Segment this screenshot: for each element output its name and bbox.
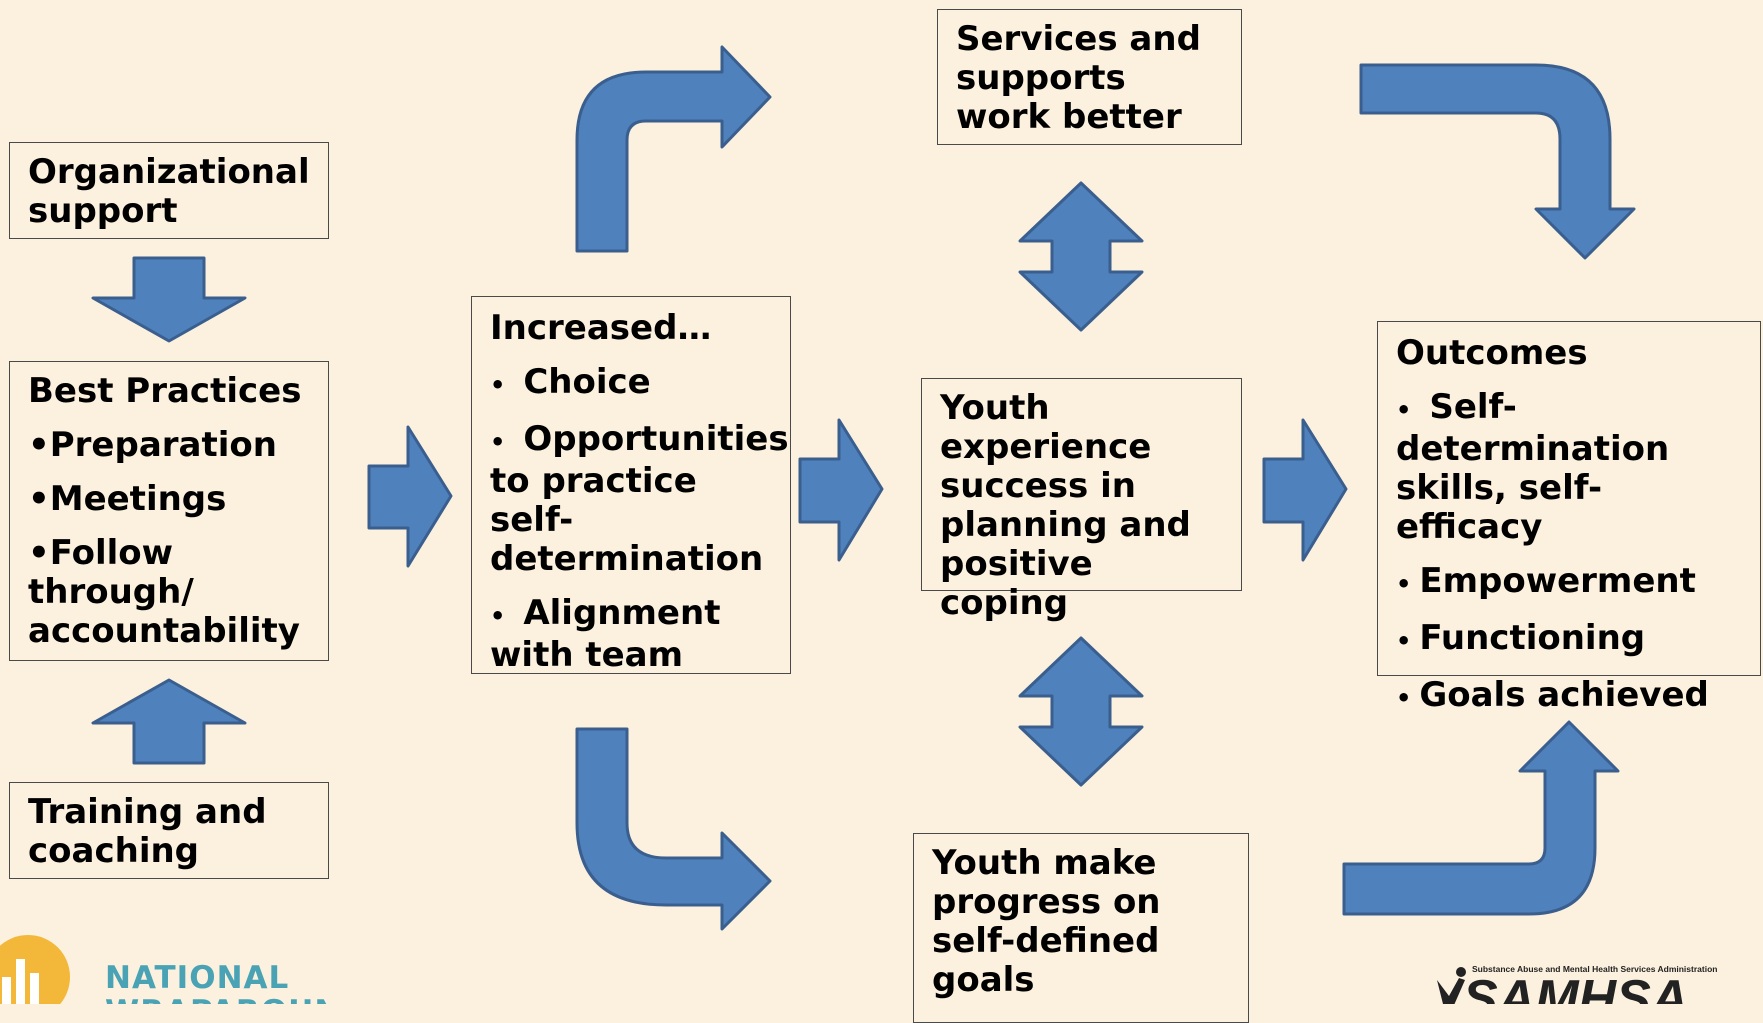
outcomes-title: Outcomes: [1396, 333, 1588, 373]
curved-down-right-arrow-icon: [575, 727, 772, 931]
best-practices-item: •Follow through/ accountability: [28, 533, 300, 651]
outcomes-item-text: Empowerment: [1419, 561, 1696, 601]
down-arrow-icon: [91, 256, 247, 343]
best-practices-title: Best Practices: [28, 371, 302, 411]
right-arrow-icon: [798, 418, 884, 562]
outcomes-item: Empowerment: [1396, 562, 1742, 604]
national-wraparound-logo: NATIONAL WRAPAROUND: [0, 920, 330, 1004]
samhsa-figure-icon: [1437, 967, 1466, 1004]
increased-item-text: Opportunities to practice self-determina…: [490, 419, 789, 579]
samhsa-tagline: Substance Abuse and Mental Health Servic…: [1472, 964, 1718, 974]
youth-progress-box: Youth make progress on self-defined goal…: [913, 833, 1249, 1023]
wraparound-logo-text-2: WRAPAROUND: [105, 994, 330, 1004]
bullet-icon: [1396, 684, 1411, 712]
outcomes-box: Outcomes Self-determination skills, self…: [1377, 321, 1761, 715]
training-coaching-box: Training and coaching: [9, 782, 329, 879]
bullet-icon: [1396, 396, 1411, 424]
bullet-icon: [1396, 570, 1411, 598]
increased-box: Increased… Choice Opportunities to pract…: [471, 296, 791, 675]
double-arrow-icon: [1018, 636, 1144, 787]
organizational-support-box: Organizational support: [9, 142, 329, 239]
youth-experience-box: Youth experience success in planning and…: [921, 378, 1242, 623]
bullet-icon: [490, 371, 505, 399]
right-arrow-icon: [367, 425, 453, 568]
training-coaching-text: Training and coaching: [28, 792, 267, 871]
outcomes-item-text: Self-determination skills, self-efficacy: [1396, 387, 1670, 547]
increased-title: Increased…: [490, 308, 712, 348]
right-arrow-icon: [1262, 418, 1348, 562]
outcomes-item-text: Functioning: [1419, 618, 1646, 658]
curved-up-right-arrow-icon: [575, 45, 772, 253]
youth-progress-text: Youth make progress on self-defined goal…: [932, 843, 1161, 1000]
services-supports-text: Services and supports work better: [956, 19, 1201, 137]
outcomes-item: Functioning: [1396, 619, 1742, 661]
outcomes-item-text: Goals achieved: [1419, 675, 1709, 715]
increased-item: Opportunities to practice self-determina…: [490, 420, 789, 579]
bullet-icon: [1396, 627, 1411, 655]
bullet-icon: [490, 602, 505, 630]
best-practices-item: •Meetings: [28, 479, 227, 519]
up-arrow-icon: [91, 678, 247, 765]
organizational-support-text: Organizational support: [28, 152, 310, 231]
increased-item-text: Choice: [523, 362, 651, 402]
wraparound-logo-text-1: NATIONAL: [105, 960, 290, 996]
increased-item-text: Alignment with team: [490, 593, 721, 675]
bullet-icon: [490, 428, 505, 456]
double-arrow-icon: [1018, 181, 1144, 332]
outcomes-item: Goals achieved: [1396, 676, 1742, 718]
services-supports-box: Services and supports work better: [937, 9, 1242, 145]
curved-right-up-arrow-icon: [1342, 720, 1620, 916]
best-practices-item: •Preparation: [28, 425, 277, 465]
samhsa-logo: Substance Abuse and Mental Health Servic…: [1425, 958, 1763, 1004]
youth-experience-text: Youth experience success in planning and…: [940, 388, 1191, 623]
wraparound-logo-icon: [0, 935, 70, 1004]
outcomes-item: Self-determination skills, self-efficacy: [1396, 388, 1736, 547]
increased-item: Alignment with team: [490, 594, 772, 675]
best-practices-box: Best Practices •Preparation •Meetings •F…: [9, 361, 329, 661]
samhsa-name: SAMHSA: [1463, 970, 1689, 1004]
increased-item: Choice: [490, 363, 772, 405]
curved-right-down-arrow-icon: [1359, 63, 1636, 260]
